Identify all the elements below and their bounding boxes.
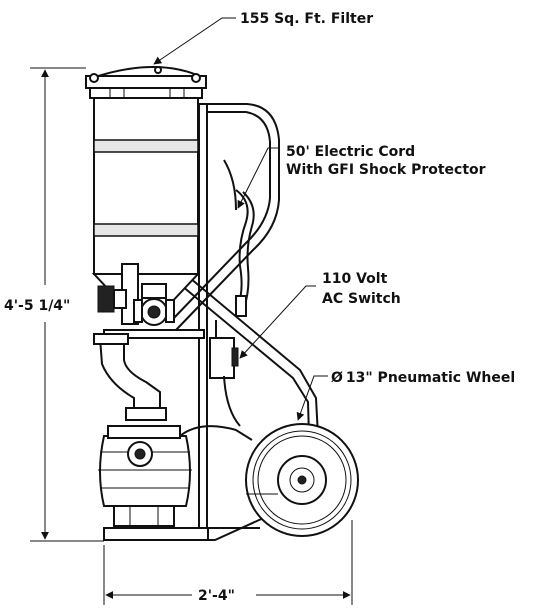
diameter-symbol: Ø	[331, 370, 343, 386]
pneumatic-wheel	[245, 423, 359, 537]
pump-motor	[98, 425, 253, 527]
switch-label-line2: AC Switch	[322, 291, 401, 307]
pipe-elbow	[93, 333, 167, 421]
electric-cord	[223, 159, 255, 317]
width-dimension: 2'-4"	[103, 520, 353, 605]
width-dimension-label: 2'-4"	[198, 588, 235, 604]
switch-label-line1: 110 Volt	[322, 271, 388, 287]
height-dimension: 4'-5 1/4"	[4, 67, 104, 542]
filter-canister	[85, 66, 207, 307]
filter-label: 155 Sq. Ft. Filter	[240, 11, 373, 27]
wheel-label-text: 13" Pneumatic Wheel	[346, 370, 515, 386]
ac-switch-box	[209, 320, 241, 427]
height-dimension-label: 4'-5 1/4"	[4, 298, 70, 314]
callout-leaders	[153, 17, 328, 421]
valve-assembly	[97, 263, 205, 339]
cord-label-line1: 50' Electric Cord	[286, 144, 415, 160]
cord-label-line2: With GFI Shock Protector	[286, 162, 486, 178]
